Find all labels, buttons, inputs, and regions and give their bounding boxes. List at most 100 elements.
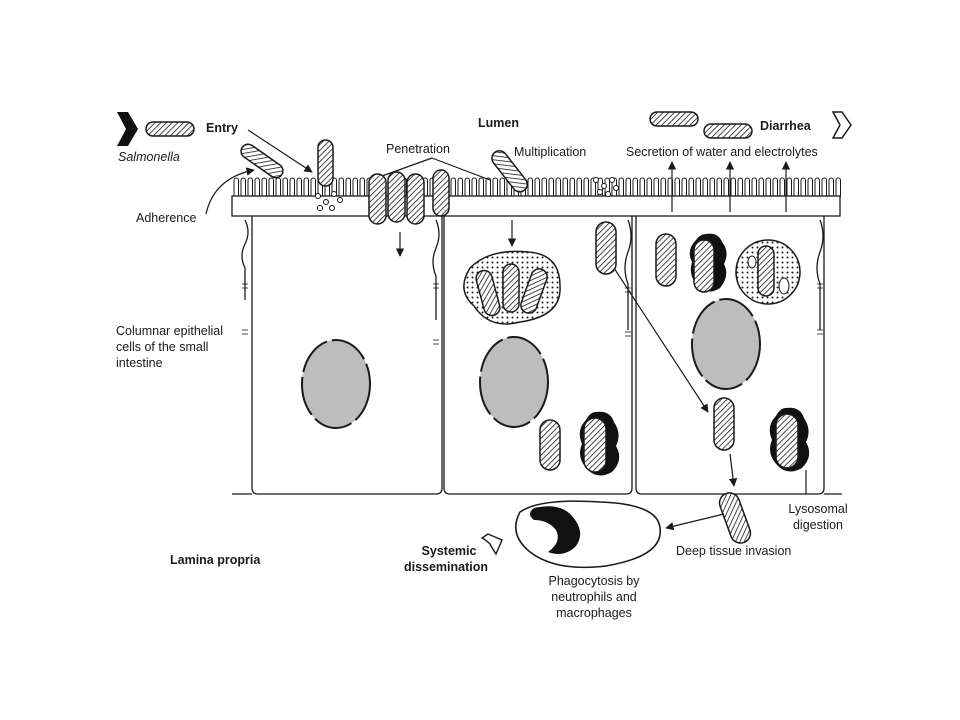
microvillus: [786, 177, 792, 199]
penetration-label: Penetration: [386, 142, 450, 156]
microvillus: [527, 177, 533, 199]
microvillus: [254, 177, 260, 199]
microvillus: [457, 177, 463, 199]
microvillus: [576, 177, 582, 199]
bacterium-diarrhea-1: [649, 111, 699, 127]
microvillus: [674, 177, 680, 199]
microvillus: [261, 177, 267, 199]
salmonella-bacteria: [145, 111, 753, 544]
junction-marks: [242, 283, 823, 345]
microvillus: [618, 177, 624, 199]
lumen-label: Lumen: [478, 116, 519, 130]
junction-right: [816, 219, 824, 330]
columnar-label-line3: intestine: [116, 356, 163, 370]
microvillus: [303, 177, 309, 199]
microvillus: [681, 177, 687, 199]
microvillus: [800, 177, 806, 199]
microvillus: [464, 177, 470, 199]
phagocytosis-label-line1: Phagocytosis by: [548, 574, 640, 588]
nucleus-right: [691, 298, 761, 390]
microvillus: [296, 177, 302, 199]
lysosome-right: [769, 407, 810, 472]
microvillus: [499, 177, 505, 199]
microvillus: [716, 177, 722, 199]
microvillus: [835, 177, 841, 199]
systemic-label-line1: Systemic: [421, 544, 477, 558]
vacuole-multiplying: [463, 250, 561, 325]
microvillus: [765, 177, 771, 199]
microvillus: [345, 177, 351, 199]
entry-solid-arrow: [117, 112, 138, 146]
columnar-label-line2: cells of the small: [116, 340, 209, 354]
microvillus: [352, 177, 358, 199]
microvillus: [562, 177, 568, 199]
microvillus: [751, 177, 757, 199]
microvillus: [233, 177, 239, 199]
microvillus: [688, 177, 694, 199]
bacterium-legend: [145, 121, 195, 137]
microvillus: [282, 177, 288, 199]
microvillus: [702, 177, 708, 199]
microvillus: [772, 177, 778, 199]
microvillus: [338, 177, 344, 199]
bacterium-entry: [317, 139, 334, 187]
microvillus: [653, 177, 659, 199]
diarrhea-outline-arrow: [831, 111, 852, 139]
nucleus-middle: [479, 336, 549, 428]
bacterium-pen-4: [432, 169, 450, 217]
microvillus: [730, 177, 736, 199]
bacterium-deep: [718, 492, 752, 544]
vacuole-round: [735, 239, 801, 305]
microvillus: [625, 177, 631, 199]
microvillus: [541, 177, 547, 199]
lysosomal-label-line1: Lysosomal: [788, 502, 848, 516]
systemic-outline-arrow: [480, 533, 503, 556]
bacterium-cell3-mid: [713, 397, 735, 451]
lysosome-mid: [579, 411, 620, 476]
lysosome-top: [689, 233, 727, 293]
phagocytosis-label-line2: neutrophils and: [551, 590, 637, 604]
microvillus: [723, 177, 729, 199]
microvillus: [632, 177, 638, 199]
lamina-propria-label: Lamina propria: [170, 553, 261, 567]
microvillus: [758, 177, 764, 199]
secretion-blobs: [315, 177, 619, 211]
bacterium-diarrhea-2: [703, 123, 753, 139]
phagocyte-cell: [514, 500, 661, 569]
bacterium-pen-1: [368, 173, 387, 225]
microvillus: [534, 177, 540, 199]
lysosomal-label-line2: digestion: [792, 518, 844, 532]
microvillus: [569, 177, 575, 199]
microvillus: [821, 177, 827, 199]
microvillus: [359, 177, 365, 199]
nucleus-left: [301, 339, 371, 429]
secretion-label: Secretion of water and electrolytes: [626, 145, 818, 159]
lysosome-vesicles: [579, 233, 810, 476]
microvillus: [639, 177, 645, 199]
microvillus: [478, 177, 484, 199]
microvillus: [646, 177, 652, 199]
bacterium-cell2-low: [539, 419, 561, 471]
junction-2: [432, 219, 440, 320]
cell-outline-left: [251, 216, 443, 495]
microvillus: [814, 177, 820, 199]
salmonella-label: Salmonella: [118, 150, 180, 164]
microvillus: [555, 177, 561, 199]
microvillus: [695, 177, 701, 199]
deep-tissue-label: Deep tissue invasion: [676, 544, 792, 558]
bacterium-adhering: [240, 143, 284, 179]
diarrhea-label: Diarrhea: [760, 119, 811, 133]
microvillus: [485, 177, 491, 199]
cell-outline-middle: [443, 216, 633, 495]
nuclei: [301, 298, 761, 429]
microvillus: [709, 177, 715, 199]
microvillus: [471, 177, 477, 199]
adherence-label: Adherence: [136, 211, 197, 225]
systemic-label-line2: dissemination: [403, 560, 489, 574]
bacterium-cell3-top: [595, 221, 617, 275]
phagocyte-nucleus: [530, 506, 581, 554]
bacterium-cell3-rod: [655, 233, 677, 287]
multiplication-label: Multiplication: [514, 145, 587, 159]
